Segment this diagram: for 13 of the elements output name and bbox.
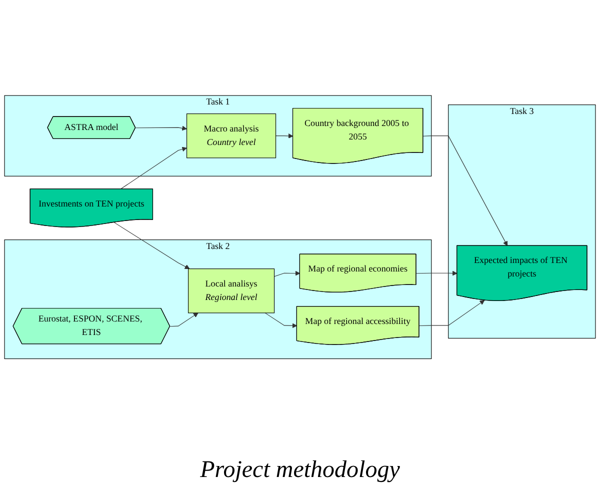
document-node: Map of regional accessibility: [296, 306, 420, 346]
caption: Project methodology: [200, 457, 400, 483]
document-node: Map of regional economies: [299, 254, 416, 293]
hexagon-node: Eurostat, ESPON, SCENES, ETIS: [12, 308, 170, 345]
group-title: Task 3: [510, 106, 534, 116]
group-title: Task 2: [206, 242, 230, 252]
process-box: Macro analysis Country level: [186, 114, 276, 159]
document-node: Country background 2005 to 2055: [292, 108, 424, 164]
process-box: Local analisys Regional level: [188, 268, 275, 314]
document-node: Expected impacts of TEN projects: [456, 246, 588, 302]
hexagon-node: ASTRA model: [47, 116, 136, 140]
group-title: Task 1: [206, 98, 230, 108]
document-node: Investments on TEN projects: [30, 188, 154, 228]
